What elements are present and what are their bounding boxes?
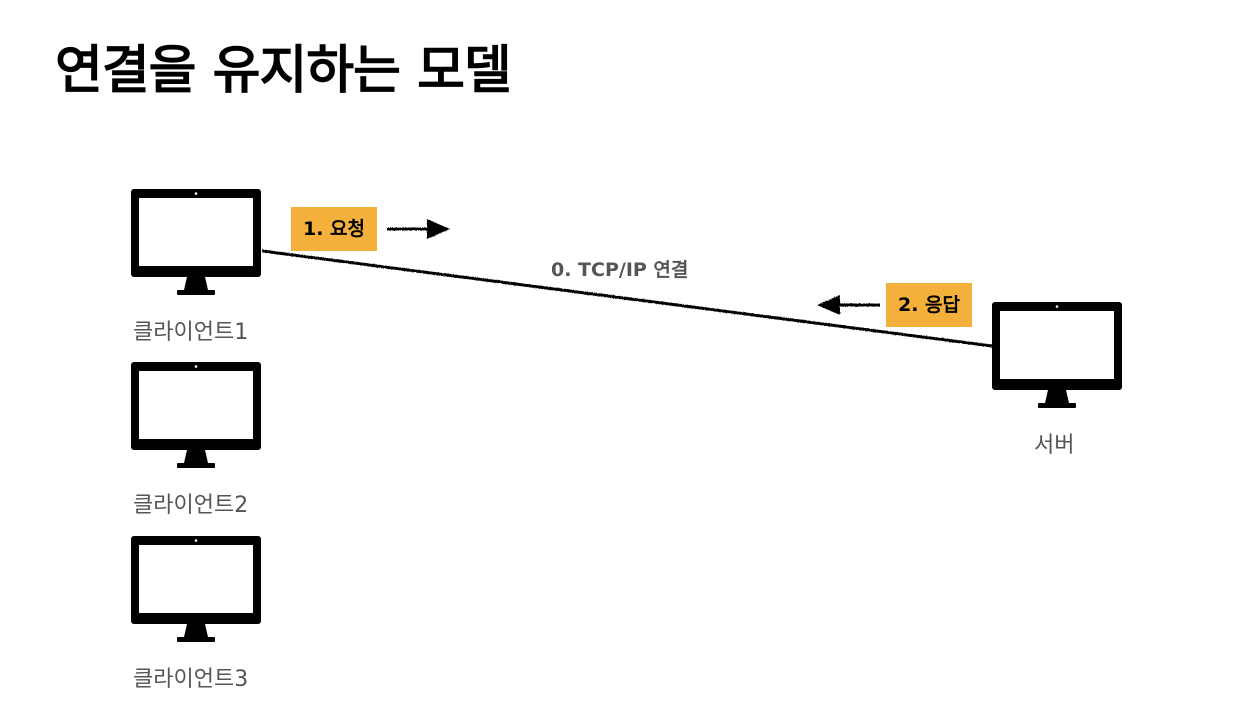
- page-title: 연결을 유지하는 모델: [55, 41, 512, 101]
- request-badge: 1. 요청: [291, 207, 378, 251]
- request-arrow: [387, 219, 450, 239]
- server-monitor-icon: [992, 302, 1122, 408]
- response-arrow: [817, 295, 880, 315]
- tcp-connection-line: [261, 249, 993, 348]
- client-3-monitor-icon: [131, 536, 261, 642]
- client-2-label: 클라이언트2: [133, 493, 249, 518]
- server-label: 서버: [1034, 433, 1075, 458]
- client-1-label: 클라이언트1: [133, 320, 249, 345]
- client-1-monitor-icon: [131, 189, 261, 295]
- client-3-label: 클라이언트3: [133, 667, 249, 692]
- tcp-connection-label: 0. TCP/IP 연결: [551, 259, 689, 281]
- response-badge: 2. 응답: [886, 283, 973, 327]
- client-2-monitor-icon: [131, 362, 261, 468]
